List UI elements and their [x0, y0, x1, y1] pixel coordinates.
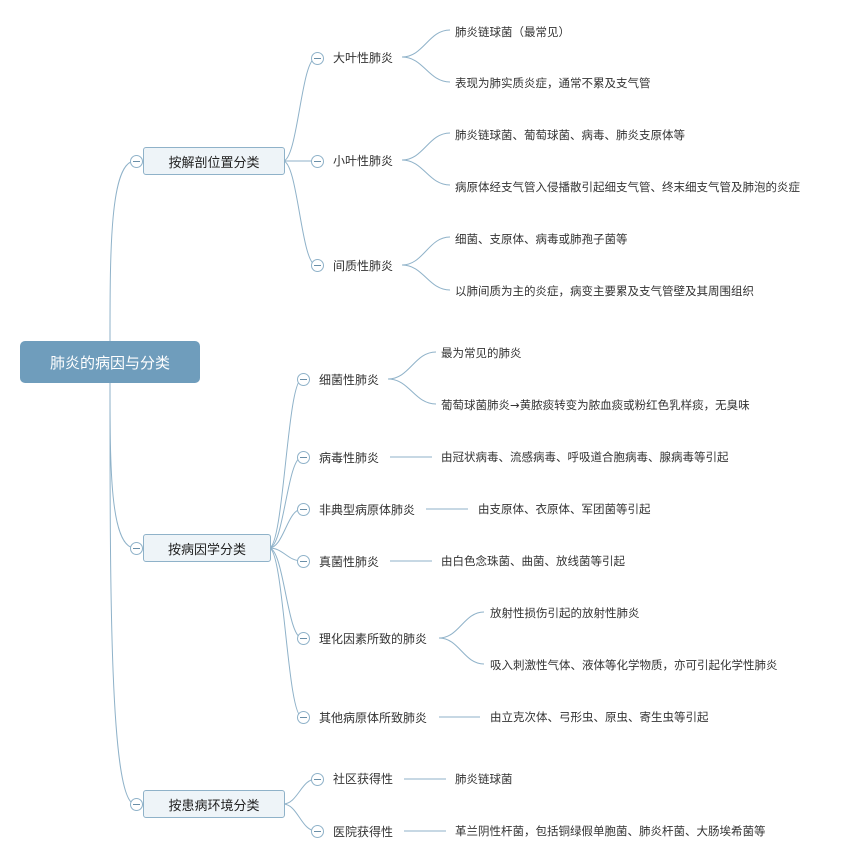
collapse-toggle-community[interactable] [311, 773, 324, 786]
subtopic-other-pathogen[interactable]: 其他病原体所致肺炎 [319, 711, 428, 725]
detail-interstitial-feature: 以肺间质为主的炎症，病变主要累及支气管壁及其周围组织 [455, 284, 754, 298]
collapse-toggle-lobular[interactable] [311, 155, 324, 168]
subtopic-physicochemical[interactable]: 理化因素所致的肺炎 [319, 632, 428, 646]
collapse-toggle-physicochemical[interactable] [297, 632, 310, 645]
collapse-toggle-lobar[interactable] [311, 52, 324, 65]
detail-lobar-pathogen: 肺炎链球菌（最常见） [455, 25, 570, 39]
detail-bacterial-staph: 葡萄球菌肺炎→黄脓痰转变为脓血痰或粉红色乳样痰，无臭味 [441, 398, 750, 412]
subtopic-hospital[interactable]: 医院获得性 [333, 825, 394, 839]
collapse-toggle-viral[interactable] [297, 451, 310, 464]
detail-lobular-pathogen: 肺炎链球菌、葡萄球菌、病毒、肺炎支原体等 [455, 128, 685, 142]
subtopic-lobular[interactable]: 小叶性肺炎 [333, 154, 394, 168]
collapse-toggle-interstitial[interactable] [311, 259, 324, 272]
detail-chemical: 吸入刺激性气体、液体等化学物质，亦可引起化学性肺炎 [490, 658, 778, 672]
collapse-toggle-etiology[interactable] [130, 542, 143, 555]
subtopic-fungal[interactable]: 真菌性肺炎 [319, 555, 380, 569]
category-anatomical[interactable]: 按解剖位置分类 [143, 147, 285, 175]
subtopic-lobar[interactable]: 大叶性肺炎 [333, 51, 394, 65]
detail-other-pathogen-cause: 由立克次体、弓形虫、原虫、寄生虫等引起 [490, 710, 709, 724]
collapse-toggle-other-pathogen[interactable] [297, 711, 310, 724]
subtopic-community[interactable]: 社区获得性 [333, 772, 394, 786]
detail-atypical-cause: 由支原体、衣原体、军团菌等引起 [478, 502, 651, 516]
collapse-toggle-environment[interactable] [130, 798, 143, 811]
detail-fungal-cause: 由白色念珠菌、曲菌、放线菌等引起 [441, 554, 625, 568]
collapse-toggle-atypical[interactable] [297, 503, 310, 516]
category-environment[interactable]: 按患病环境分类 [143, 790, 285, 818]
collapse-toggle-bacterial[interactable] [297, 373, 310, 386]
subtopic-interstitial[interactable]: 间质性肺炎 [333, 259, 394, 273]
collapse-toggle-hospital[interactable] [311, 825, 324, 838]
detail-bacterial-common: 最为常见的肺炎 [441, 346, 522, 360]
root-topic[interactable]: 肺炎的病因与分类 [20, 341, 200, 383]
detail-lobular-feature: 病原体经支气管入侵播散引起细支气管、终末细支气管及肺泡的炎症 [455, 180, 800, 194]
detail-viral-cause: 由冠状病毒、流感病毒、呼吸道合胞病毒、腺病毒等引起 [441, 450, 729, 464]
collapse-toggle-anatomical[interactable] [130, 155, 143, 168]
subtopic-viral[interactable]: 病毒性肺炎 [319, 451, 380, 465]
subtopic-bacterial[interactable]: 细菌性肺炎 [319, 373, 380, 387]
category-etiology[interactable]: 按病因学分类 [143, 534, 271, 562]
detail-lobar-feature: 表现为肺实质炎症，通常不累及支气管 [455, 76, 651, 90]
detail-radiation: 放射性损伤引起的放射性肺炎 [490, 606, 640, 620]
subtopic-atypical[interactable]: 非典型病原体肺炎 [319, 503, 416, 517]
collapse-toggle-fungal[interactable] [297, 555, 310, 568]
detail-interstitial-pathogen: 细菌、支原体、病毒或肺孢子菌等 [455, 232, 628, 246]
detail-community-pathogen: 肺炎链球菌 [455, 772, 513, 786]
detail-hospital-pathogen: 革兰阴性杆菌，包括铜绿假单胞菌、肺炎杆菌、大肠埃希菌等 [455, 824, 766, 838]
